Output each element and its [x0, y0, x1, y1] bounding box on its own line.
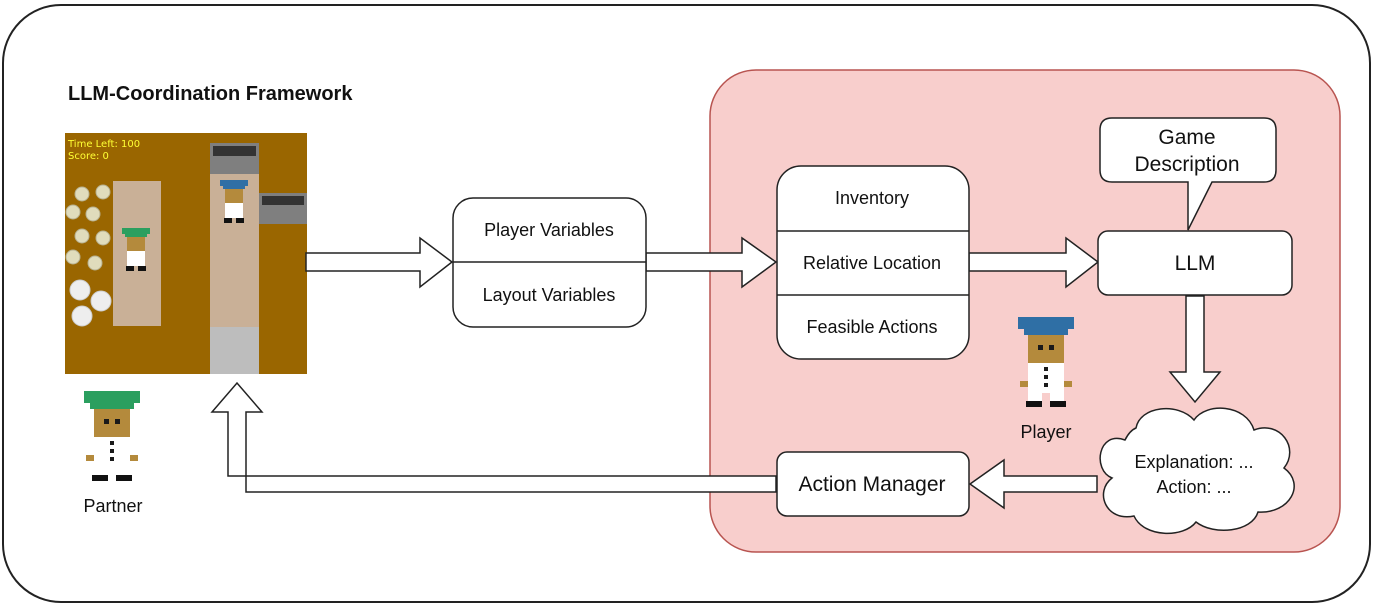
action-label: Action: ... — [1156, 477, 1231, 497]
player-label: Player — [1020, 422, 1071, 442]
player-variables-label: Player Variables — [484, 220, 614, 240]
game-floor — [65, 133, 307, 374]
layout-variables-label: Layout Variables — [483, 285, 616, 305]
variables-box: Player Variables Layout Variables — [452, 197, 647, 328]
arrow-output-to-action-manager — [968, 458, 1098, 510]
partner-chef-icon — [84, 391, 140, 481]
player-chef-in-game-icon — [220, 180, 248, 223]
relative-location-label: Relative Location — [803, 253, 941, 273]
arrow-state-to-llm — [968, 236, 1100, 289]
game-description-callout: Game Description — [1099, 117, 1277, 231]
feasible-actions-label: Feasible Actions — [806, 317, 937, 337]
partner-chef-in-game-icon — [122, 228, 150, 271]
arrow-llm-to-output — [1168, 295, 1222, 404]
plate-stack-icon — [69, 279, 112, 327]
explanation-label: Explanation: ... — [1134, 452, 1253, 472]
action-manager-label: Action Manager — [798, 473, 945, 496]
player-chef-icon — [1018, 317, 1074, 407]
llm-label: LLM — [1175, 252, 1216, 275]
game-screenshot: Time Left: 100 Score: 0 — [65, 133, 307, 374]
arrow-variables-to-state — [645, 236, 778, 289]
game-time-left: Time Left: 100 — [67, 139, 140, 150]
game-description-line1: Game — [1158, 126, 1215, 149]
action-manager-box: Action Manager — [776, 451, 970, 517]
llm-box: LLM — [1097, 230, 1293, 296]
partner-label: Partner — [83, 496, 142, 516]
game-description-line2: Description — [1134, 153, 1239, 176]
arrow-game-to-variables — [305, 236, 454, 289]
arrow-action-manager-to-game — [210, 381, 777, 493]
inventory-label: Inventory — [835, 188, 909, 208]
output-cloud: Explanation: ... Action: ... — [1099, 407, 1295, 534]
onion-pile-icon — [65, 184, 111, 271]
game-score: Score: 0 — [68, 151, 109, 162]
serving-counter — [210, 327, 259, 374]
state-box: Inventory Relative Location Feasible Act… — [776, 165, 970, 360]
framework-title: LLM-Coordination Framework — [68, 83, 353, 105]
